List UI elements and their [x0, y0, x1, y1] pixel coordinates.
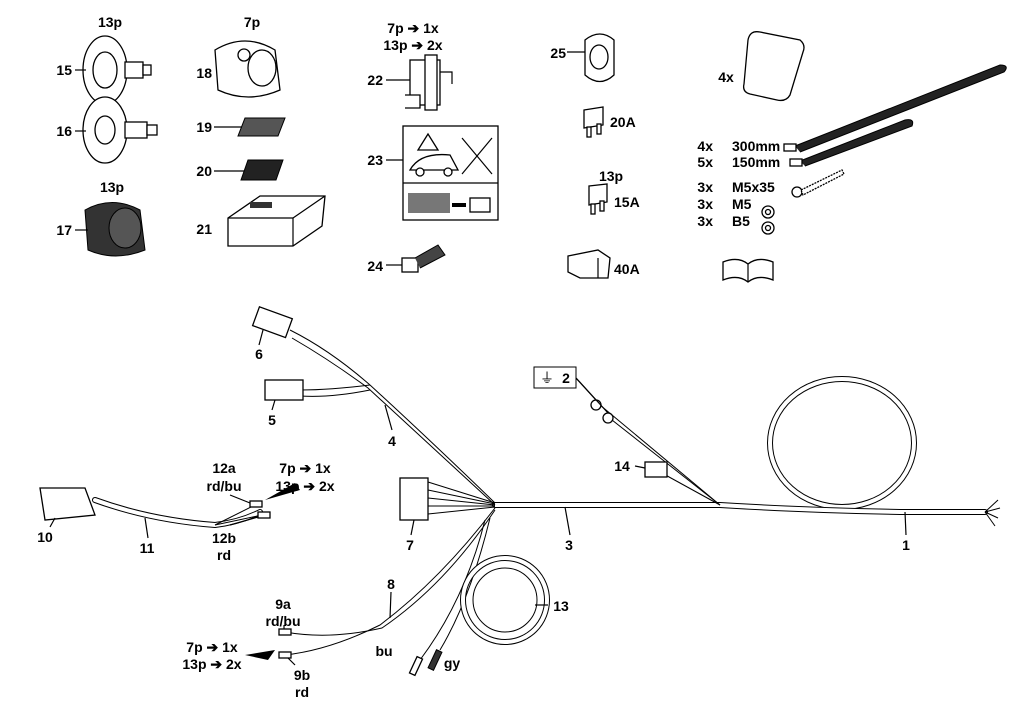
- fuse-20a: [583, 106, 604, 138]
- part-number-21: 21: [196, 221, 212, 237]
- part-number-8: 8: [387, 576, 395, 592]
- ground-box: [533, 366, 577, 389]
- part-number-14: 14: [614, 458, 630, 474]
- part-number-10: 10: [37, 529, 53, 545]
- part-number-12b: 12b: [212, 530, 236, 546]
- part-number-19: 19: [196, 119, 212, 135]
- cable-tie-150-qty: 5x: [697, 154, 713, 170]
- part-number-18: 18: [196, 65, 212, 81]
- part-number-7: 7: [406, 537, 414, 553]
- wire-color-12b: rd: [217, 547, 231, 563]
- part-number-11: 11: [140, 540, 155, 556]
- nut-size: M5: [732, 196, 752, 212]
- part-16-socket-seal: [82, 96, 158, 164]
- connector-10: [39, 487, 96, 521]
- wire-color-9a: rd/bu: [266, 613, 301, 629]
- fuse-40a: [567, 249, 611, 279]
- part-number-3: 3: [565, 537, 573, 553]
- part-number-22: 22: [367, 72, 383, 88]
- fuse-15a: [588, 183, 608, 215]
- header-13p-socket: 13p: [100, 179, 124, 195]
- terminal-9a: [278, 628, 292, 636]
- cable-tie-150mm: [789, 119, 914, 167]
- part-25-gasket: [584, 33, 615, 83]
- header-7p: 7p: [244, 14, 260, 30]
- washer-qty: 3x: [697, 213, 713, 229]
- terminal-9b: [278, 651, 292, 659]
- wire-color-12a: rd/bu: [207, 478, 242, 494]
- part-number-4: 4: [388, 433, 396, 449]
- cable-tie-300mm: [783, 64, 1007, 153]
- wire-color-gy: gy: [444, 655, 461, 671]
- ring-terminal: [602, 412, 614, 424]
- part-number-23: 23: [367, 152, 383, 168]
- part-21-control-module: [227, 195, 326, 247]
- part-22-qty-13p: 13p ➔ 2x: [383, 37, 442, 53]
- part-number-9a: 9a: [275, 596, 291, 612]
- fuse-15a-label: 15A: [614, 194, 640, 210]
- screw-size: M5x35: [732, 179, 775, 195]
- part-24-clip: [401, 244, 446, 273]
- part-number-25: 25: [550, 45, 566, 61]
- part-22-qty-7p: 7p ➔ 1x: [387, 20, 439, 36]
- part-number-16: 16: [56, 123, 72, 139]
- part-15-socket-seal: [82, 35, 152, 105]
- fuse-20a-label: 20A: [610, 114, 636, 130]
- ring-terminal: [590, 399, 602, 411]
- washer-size: B5: [732, 213, 750, 229]
- part-number-24: 24: [367, 258, 383, 274]
- part-number-6: 6: [255, 346, 263, 362]
- connector-6: [251, 305, 294, 339]
- wire-color-bu: bu: [375, 643, 392, 659]
- terminal-bu: [408, 655, 424, 677]
- cable-tie-300-qty: 4x: [697, 138, 713, 154]
- part-18-7p-socket: [214, 40, 281, 98]
- ground-icon: ⏚: [540, 370, 554, 386]
- connector-5: [264, 379, 304, 401]
- adhesive-pad-qty: 4x: [718, 69, 734, 85]
- fuse-40a-label: 40A: [614, 261, 640, 277]
- washer-b5: [761, 221, 775, 235]
- part-23-warning-label: [402, 125, 499, 221]
- cable-tie-300-length: 300mm: [732, 138, 780, 154]
- connector-7: [399, 477, 496, 521]
- part-number-17: 17: [56, 222, 72, 238]
- part-number-2: 2: [562, 370, 570, 386]
- wire-color-9b: rd: [295, 684, 309, 700]
- qty-12-13p: 13p ➔ 2x: [275, 478, 334, 494]
- part-number-9b: 9b: [294, 667, 310, 683]
- branch-4-wires: [289, 329, 496, 506]
- part-17-13p-socket: [84, 202, 146, 257]
- cable-tie-150-length: 150mm: [732, 154, 780, 170]
- part-number-13: 13: [553, 598, 569, 614]
- part-number-20: 20: [196, 163, 212, 179]
- qty-9-13p: 13p ➔ 2x: [182, 656, 241, 672]
- part-number-5: 5: [268, 412, 276, 428]
- adhesive-pad: [742, 31, 805, 102]
- terminal-gy: [427, 649, 443, 671]
- connector-14: [644, 461, 668, 478]
- part-number-1: 1: [902, 537, 910, 553]
- part-19-pad: [237, 117, 286, 137]
- fuse-13p-label: 13p: [599, 168, 623, 184]
- part-number-15: 15: [56, 62, 72, 78]
- qty-12-7p: 7p ➔ 1x: [279, 460, 331, 476]
- terminal-12b: [257, 511, 271, 519]
- part-22-bracket: [405, 54, 453, 111]
- screw-m5x35: [791, 169, 845, 198]
- terminal-12a: [249, 500, 263, 508]
- arrow-icon: [265, 483, 300, 500]
- qty-9-7p: 7p ➔ 1x: [186, 639, 238, 655]
- manual-book-icon: [722, 258, 774, 283]
- nut-m5: [761, 205, 775, 219]
- part-20-pad: [240, 159, 284, 181]
- screw-qty: 3x: [697, 179, 713, 195]
- part-number-12a: 12a: [212, 460, 236, 476]
- nut-qty: 3x: [697, 196, 713, 212]
- header-13p: 13p: [98, 14, 122, 30]
- arrow-icon: [245, 650, 275, 660]
